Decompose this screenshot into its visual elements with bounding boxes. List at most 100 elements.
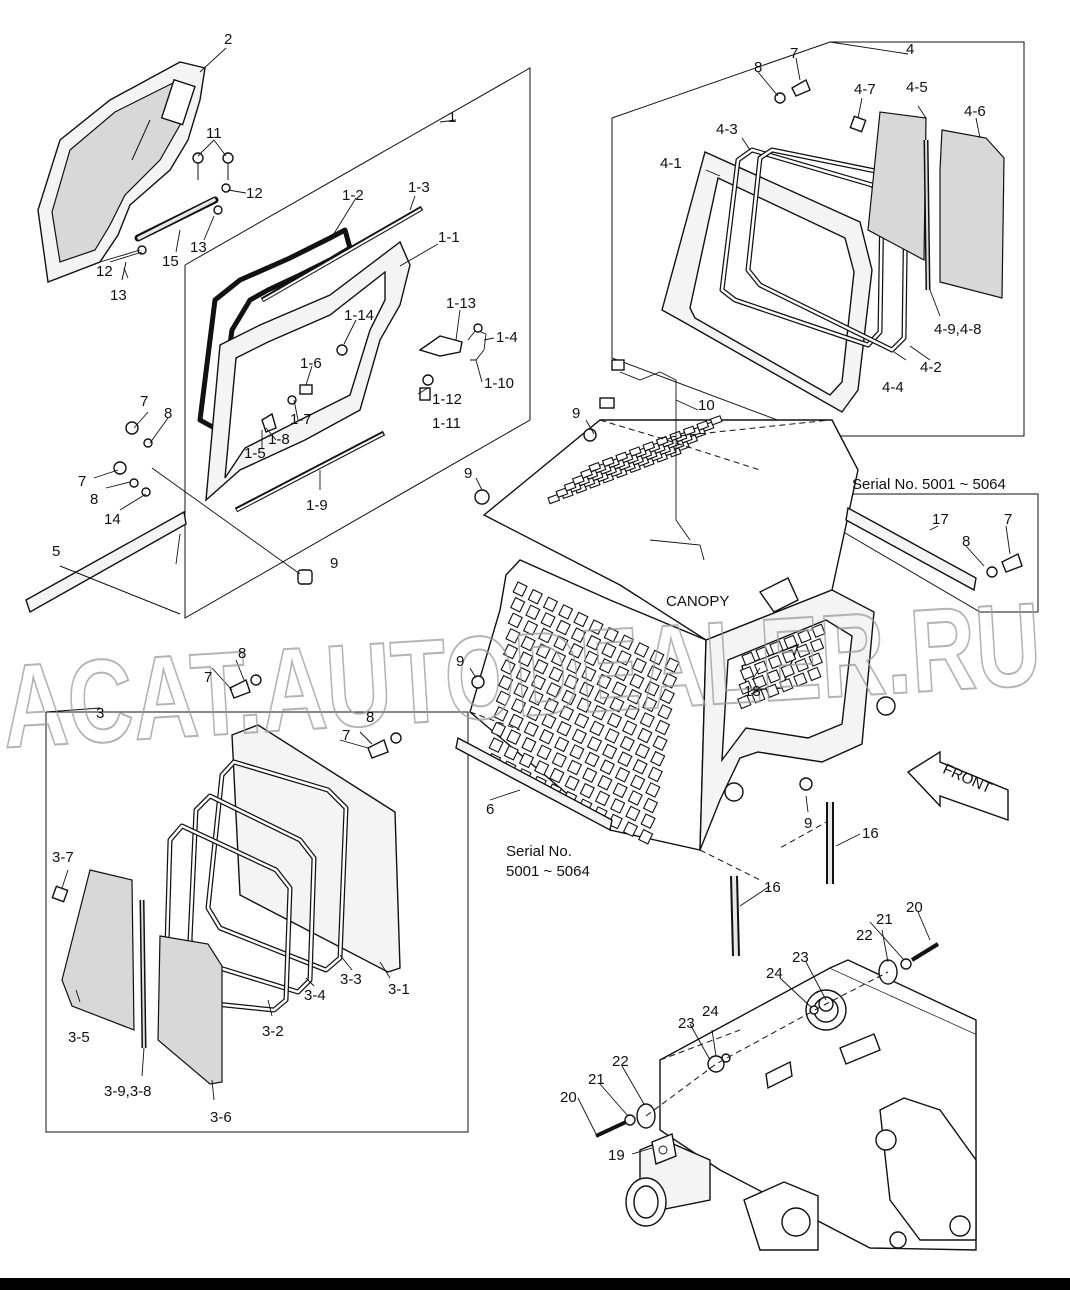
- perforation-slot: [561, 689, 577, 706]
- callout-3-4: 3-4: [304, 987, 326, 1004]
- perforation-slot: [609, 696, 625, 713]
- callout-8b: 8: [90, 491, 98, 508]
- perforation-slot: [488, 737, 504, 754]
- callout-9e: 9: [804, 815, 812, 832]
- perforation-slot: [767, 654, 783, 670]
- perforation-slot: [576, 697, 592, 714]
- perforation-slot: [696, 420, 710, 431]
- callout-3: 3: [96, 705, 104, 722]
- perforation-slot: [495, 690, 511, 707]
- glass-4-5: [867, 111, 927, 261]
- perforation-slot: [603, 626, 619, 643]
- serial-box-outline: [839, 493, 1039, 613]
- perforation-slot: [645, 782, 661, 798]
- latch-1-13: [418, 323, 487, 361]
- callout-20b: 20: [560, 1089, 577, 1106]
- canopy-roof: [482, 419, 859, 641]
- perforation-slot: [502, 643, 519, 660]
- perforation-slot: [642, 797, 659, 814]
- perforation-slot: [586, 634, 602, 651]
- leader-lines: [45, 41, 1011, 1155]
- callout-8d: 8: [962, 533, 970, 550]
- serial-note-top: Serial No. 5001 ~ 5064: [852, 476, 1006, 493]
- perforation-slot: [541, 713, 557, 730]
- callout-23a: 23: [792, 949, 809, 966]
- perforation-slot: [536, 744, 552, 761]
- perforation-slot: [632, 758, 648, 775]
- perforation-slot: [528, 690, 544, 706]
- callout-2: 2: [224, 31, 232, 48]
- hardware-11-12-13: [121, 152, 234, 281]
- perforation-slot: [535, 643, 551, 660]
- perforation-slot: [578, 681, 595, 698]
- perforation-slot: [505, 628, 521, 644]
- perforation-slot: [738, 680, 753, 695]
- perforation-slot: [647, 766, 663, 783]
- perforation-slot: [741, 651, 756, 666]
- leader-dashed-chassis: [645, 971, 889, 1117]
- perforation-slot: [646, 665, 663, 682]
- callout-8f: 8: [366, 709, 374, 726]
- perforation-slot: [602, 743, 618, 760]
- perforation-slot: [638, 828, 654, 845]
- perforation-slot: [566, 658, 582, 675]
- callout-19: 19: [608, 1147, 625, 1164]
- callout-7d: 7: [1004, 511, 1012, 528]
- callout-8a: 8: [164, 405, 172, 422]
- frame-4-1: [661, 151, 873, 413]
- hardware-3-7: [51, 885, 69, 903]
- perforation-slot: [570, 627, 587, 644]
- perforation-slot: [625, 805, 641, 822]
- perforation-slot: [584, 751, 600, 768]
- perforation-slot: [629, 673, 645, 690]
- leader-dashed-canopy: [469, 419, 831, 881]
- callout-4-5: 4-5: [906, 79, 928, 96]
- callout-18: 18: [744, 683, 761, 700]
- callout-4-6: 4-6: [964, 103, 986, 120]
- callout-15: 15: [162, 253, 179, 270]
- perforation-slot: [589, 720, 605, 737]
- callout-1-7: 1-7: [290, 411, 312, 428]
- perforation-slot: [508, 713, 524, 730]
- perforation-slot: [622, 821, 639, 838]
- side-grid: [486, 581, 680, 845]
- perforation-slot: [493, 706, 509, 722]
- callout-1-8: 1-8: [268, 431, 290, 448]
- callout-4: 4: [906, 41, 914, 58]
- rear-grid: [737, 623, 826, 710]
- perforation-slot: [615, 451, 629, 462]
- perforation-slot: [512, 581, 528, 598]
- perforation-slot: [649, 649, 665, 666]
- perforation-slot: [558, 705, 575, 722]
- callout-1-11: 1-11: [432, 415, 461, 432]
- perforation-slot: [612, 782, 628, 799]
- perforation-slot: [807, 666, 822, 682]
- perforation-slot: [596, 673, 612, 690]
- perforation-slot: [588, 461, 602, 473]
- bar-5: [25, 510, 187, 615]
- callout-9b: 9: [572, 405, 580, 422]
- callout-1-3: 1-3: [408, 179, 430, 196]
- callout-1-2: 1-2: [342, 187, 364, 204]
- callout-4-4: 4-4: [882, 379, 904, 396]
- roof-grid: [547, 415, 723, 505]
- perforation-slot: [637, 727, 653, 744]
- glass-4-6: [939, 129, 1005, 299]
- perforation-slot: [626, 688, 643, 705]
- perforation-slot: [553, 635, 569, 652]
- callout-3-1: 3-1: [388, 981, 410, 998]
- perforation-slot: [709, 415, 723, 426]
- perforation-slot: [513, 682, 529, 699]
- callout-16a: 16: [862, 825, 879, 842]
- perforation-slot: [618, 634, 635, 651]
- callout-4-7: 4-7: [854, 81, 876, 98]
- perforation-slot: [534, 760, 550, 776]
- perforation-slot: [569, 744, 585, 760]
- callout-13b: 13: [110, 287, 127, 304]
- serial-note-bottom-line2: 5001 ~ 5064: [506, 863, 590, 880]
- perforation-slot: [739, 665, 755, 681]
- perforation-slot: [579, 782, 595, 799]
- perforation-slot: [546, 682, 562, 698]
- callout-23b: 23: [678, 1015, 695, 1032]
